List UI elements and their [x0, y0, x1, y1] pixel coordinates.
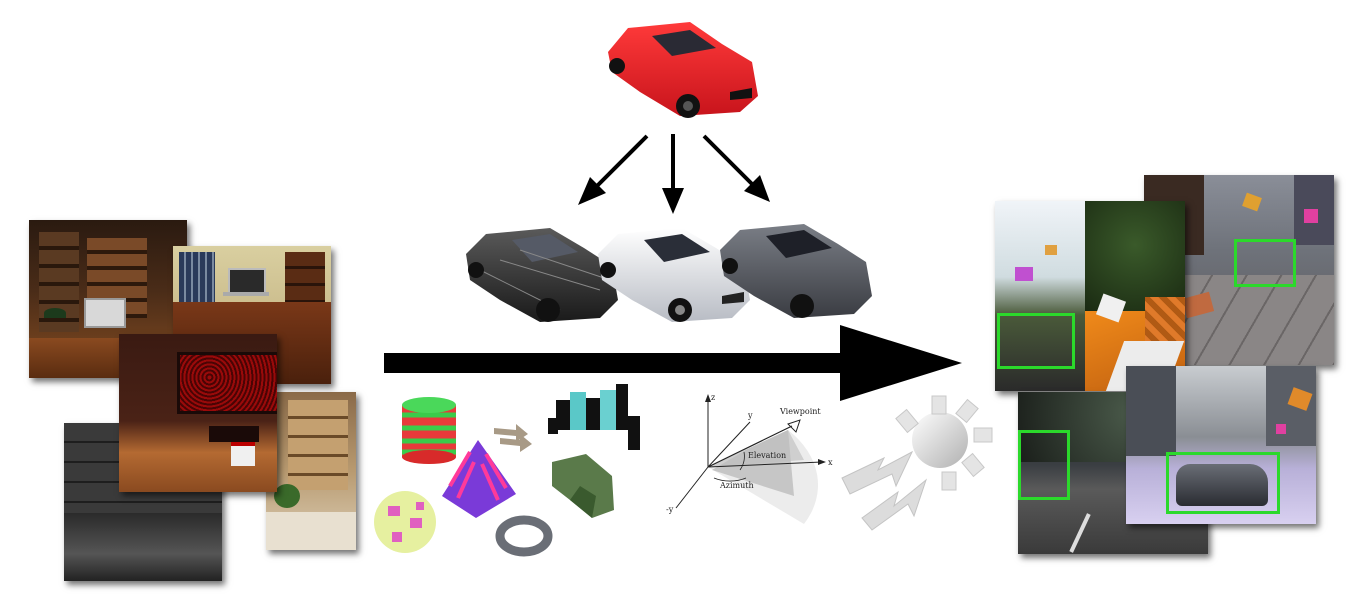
distractor-cylinder: [402, 397, 456, 464]
textured-car-grey: [720, 224, 872, 318]
distractor-objects: [374, 384, 640, 557]
axis-label-y: y: [747, 411, 753, 420]
distractor-torus: [495, 515, 553, 557]
axis-label-z: z: [711, 393, 715, 402]
bbox-vehicle: [1166, 452, 1280, 514]
rendered-image-bottom-right: [1126, 366, 1316, 524]
distractor-voxels: [548, 384, 640, 450]
label-elevation: Elevation: [748, 451, 786, 460]
bbox-vehicle: [997, 313, 1075, 369]
source-car-model: [608, 22, 758, 118]
distractor-pyramid: [442, 440, 516, 518]
background-photo-tv-room: [119, 334, 277, 492]
main-pipeline-arrow: [384, 325, 962, 401]
background-photo-shelves: [266, 392, 356, 550]
distractor-stone-block: [552, 454, 614, 518]
bbox-vehicle: [1018, 430, 1070, 500]
light-direction-arrows: [841, 450, 928, 531]
label-viewpoint: Viewpoint: [779, 407, 821, 416]
distractor-sphere: [374, 491, 436, 553]
textured-car-white: [598, 228, 750, 322]
distractor-arrows: [494, 424, 532, 452]
bbox-vehicle: [1234, 239, 1296, 287]
variant-arrows: [578, 134, 770, 214]
viewpoint-diagram: z y x -y Viewpoint Elevation Azimuth: [666, 393, 833, 524]
rendered-image-top-left: [995, 201, 1185, 391]
textured-car-dark-pattern: [466, 228, 618, 322]
axis-label-x: x: [828, 458, 833, 467]
axis-label-neg-y: -y: [666, 505, 674, 514]
lighting-sun-icon: [895, 395, 993, 491]
label-azimuth: Azimuth: [719, 481, 754, 490]
